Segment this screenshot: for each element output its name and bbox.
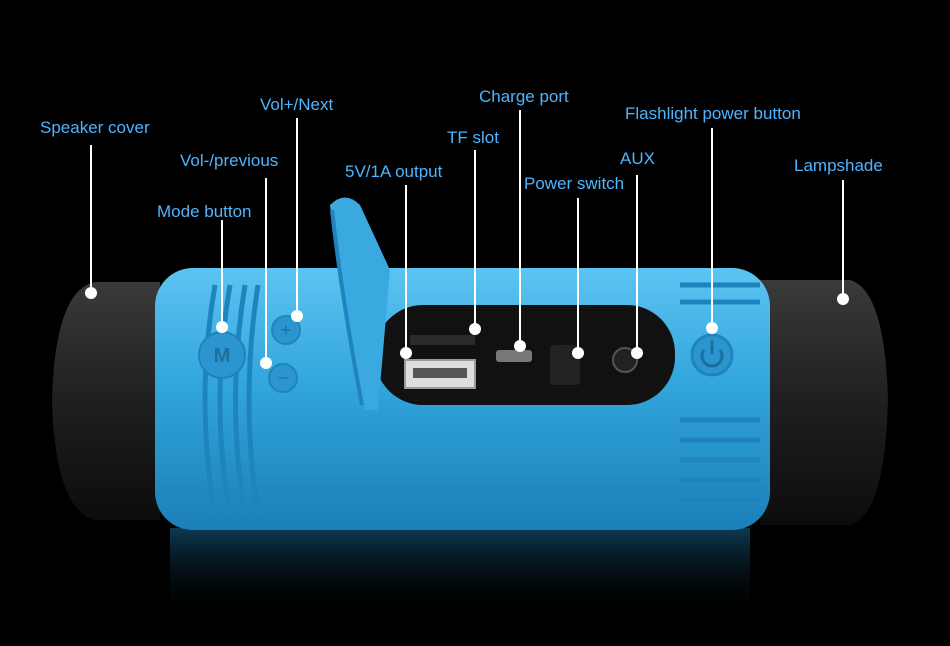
right-ribbing (680, 282, 760, 503)
vol-minus-button (268, 363, 298, 393)
label-speaker-cover: Speaker cover (40, 118, 150, 137)
flashlight-button (690, 333, 734, 377)
mode-icon: M (214, 345, 231, 367)
power-icon (700, 349, 724, 368)
leader-lines (90, 110, 844, 362)
label-lampshade: Lampshade (794, 156, 883, 175)
leader-dots (85, 287, 849, 369)
label-vol-previous: Vol-/previous (180, 151, 279, 170)
tf-slot-port (410, 335, 475, 345)
speaker-cover (52, 282, 160, 520)
port-cover-flap (330, 197, 390, 410)
plus-icon: + (281, 320, 292, 340)
floor-reflection (170, 528, 750, 618)
label-output: 5V/1A output (345, 162, 443, 181)
vol-plus-button (271, 315, 301, 345)
label-mode-button: Mode button (157, 202, 252, 221)
left-ribbing (202, 284, 261, 516)
aux-jack (612, 347, 638, 373)
label-tf-slot: TF slot (447, 128, 499, 147)
label-vol-next: Vol+/Next (260, 95, 334, 114)
charge-port-socket (496, 350, 532, 362)
label-aux: AUX (620, 149, 655, 168)
lampshade (760, 280, 888, 525)
label-power-switch: Power switch (524, 174, 625, 193)
label-flashlight-button: Flashlight power button (625, 104, 801, 123)
label-charge-port: Charge port (479, 87, 569, 106)
minus-icon: − (278, 368, 289, 388)
